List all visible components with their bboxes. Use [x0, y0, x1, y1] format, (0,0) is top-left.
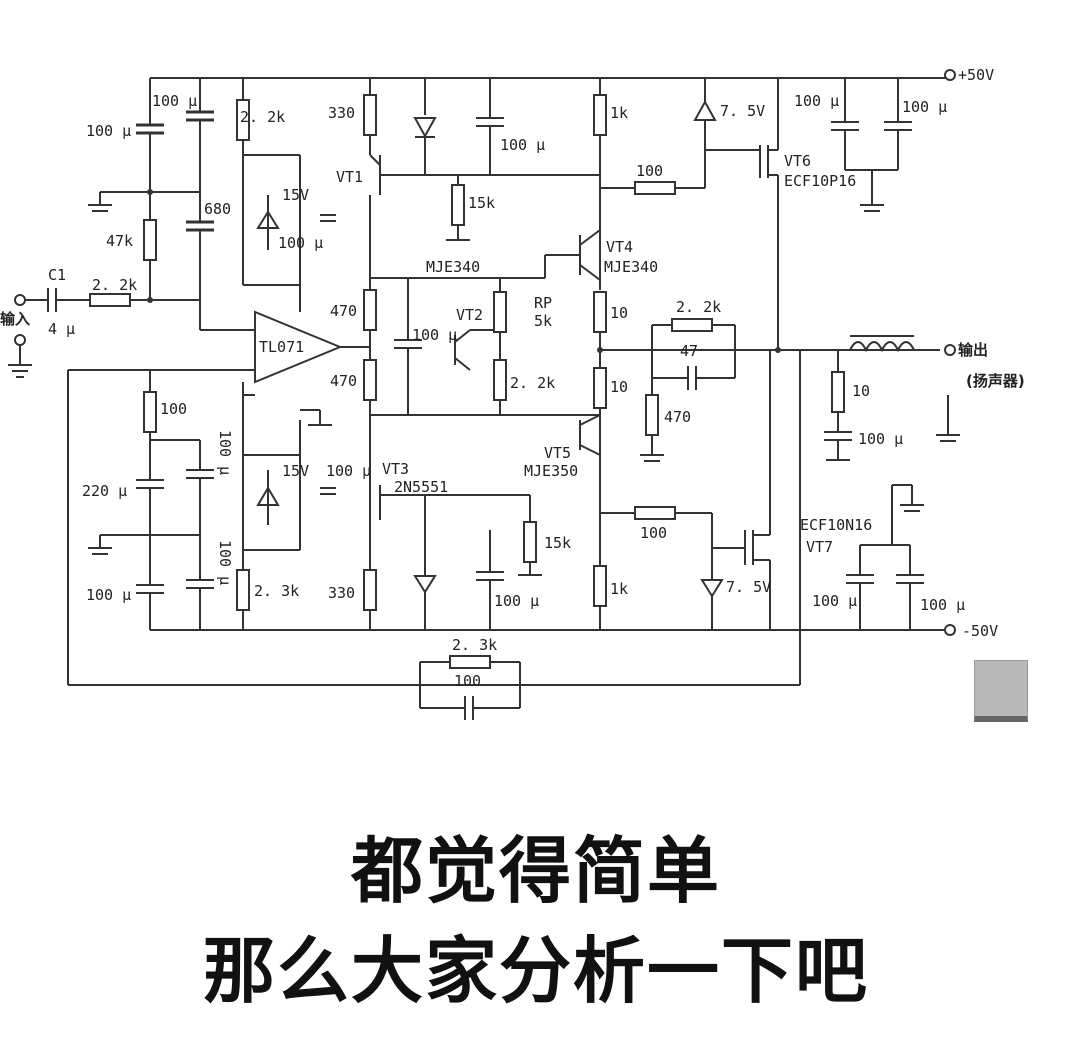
c-zobel: 100 μ — [858, 430, 903, 448]
r-10-a: 10 — [610, 304, 628, 322]
c-15v-bottom: 100 μ — [326, 462, 371, 480]
c-680-value: 680 — [204, 200, 231, 218]
vt6-label: VT6 — [784, 152, 811, 170]
output-label: 输出 — [958, 341, 988, 359]
c-feedback-bottom: 100 — [454, 672, 481, 690]
r-330-bottom: 330 — [328, 584, 355, 602]
c-led-bottom: 100 μ — [494, 592, 539, 610]
opamp-tl071 — [254, 310, 370, 384]
rp-label: RP — [534, 294, 552, 312]
vt5-part: MJE350 — [524, 462, 578, 480]
zener-top-value: 15V — [282, 186, 309, 204]
vplus-label: +50V — [958, 66, 994, 84]
vt3-label: VT3 — [382, 460, 409, 478]
c-rail-bottom1: 100 μ — [812, 592, 857, 610]
rp-value: 5k — [534, 312, 552, 330]
vt7-part: ECF10N16 — [800, 516, 872, 534]
r-100-left: 100 — [160, 400, 187, 418]
r-470-a: 470 — [330, 302, 357, 320]
opamp-label: TL071 — [259, 338, 304, 356]
c-top-left2-value: 100 μ — [152, 92, 197, 110]
c-rail-top2: 100 μ — [902, 98, 947, 116]
r-10-b: 10 — [610, 378, 628, 396]
vt4-label: VT4 — [606, 238, 633, 256]
r-input-value: 2. 2k — [92, 276, 137, 294]
r-zobel: 10 — [852, 382, 870, 400]
r-47k-value: 47k — [106, 232, 133, 250]
c-15v-top-value: 100 μ — [278, 234, 323, 252]
r-100-bottom: 100 — [640, 524, 667, 542]
r-22k-fb: 2. 2k — [676, 298, 721, 316]
mje340-a: MJE340 — [426, 258, 480, 276]
r-330-top-value: 330 — [328, 104, 355, 122]
r-feedback-bottom: 2. 3k — [452, 636, 497, 654]
c-rail-bottom2: 100 μ — [920, 596, 965, 614]
vt6-part: ECF10P16 — [784, 172, 856, 190]
stop-button-icon[interactable] — [974, 660, 1028, 722]
c-100-left-bottom: 100 μ — [86, 586, 131, 604]
c1-value: 4 μ — [48, 320, 75, 338]
vminus-label: -50V — [962, 622, 998, 640]
positive-rail — [150, 69, 956, 81]
c-led-top-value: 100 μ — [500, 136, 545, 154]
r-15k-top-value: 15k — [468, 194, 495, 212]
vt7-label: VT7 — [806, 538, 833, 556]
c-47: 47 — [680, 342, 698, 360]
caption-line-2: 那么大家分析一下吧 — [202, 929, 869, 1013]
c-220: 220 μ — [82, 482, 127, 500]
vt3-part: 2N5551 — [394, 478, 448, 496]
input-label: 输入 — [0, 310, 30, 328]
c-rail-top1: 100 μ — [794, 92, 839, 110]
r-470-fb: 470 — [664, 408, 691, 426]
vt5-label: VT5 — [544, 444, 571, 462]
r-1k-bottom: 1k — [610, 580, 628, 598]
vt2-label: VT2 — [456, 306, 483, 324]
r-1k-top-value: 1k — [610, 104, 628, 122]
r-22k-top-value: 2. 2k — [240, 108, 285, 126]
r-470-b: 470 — [330, 372, 357, 390]
r-23k-left: 2. 3k — [254, 582, 299, 600]
caption-line-1: 都觉得简单 — [350, 829, 721, 913]
amplifier-schematic: +50V -50V 输入 C1 4 μ 2. 2k 100 μ 100 μ 47… — [0, 66, 1025, 720]
output-inductor — [849, 335, 915, 353]
zener-7v5-top: 7. 5V — [720, 102, 765, 120]
c-100-left-vert2: 100 μ — [216, 540, 234, 585]
c-top-left-value: 100 μ — [86, 122, 131, 140]
r-15k-bottom: 15k — [544, 534, 571, 552]
c1-label: C1 — [48, 266, 66, 284]
c-vt2-value: 100 μ — [412, 326, 457, 344]
vt1-label: VT1 — [336, 168, 363, 186]
zener-7v5-bottom: 7. 5V — [726, 578, 771, 596]
negative-rail — [150, 624, 956, 636]
input-terminal — [8, 288, 200, 378]
r-100-top-value: 100 — [636, 162, 663, 180]
zener-bottom-value: 15V — [282, 462, 309, 480]
vt4-part: MJE340 — [604, 258, 658, 276]
c-100-left-vert1: 100 μ — [216, 430, 234, 475]
output-note: (扬声器) — [966, 372, 1025, 390]
r-22k-mid: 2. 2k — [510, 374, 555, 392]
